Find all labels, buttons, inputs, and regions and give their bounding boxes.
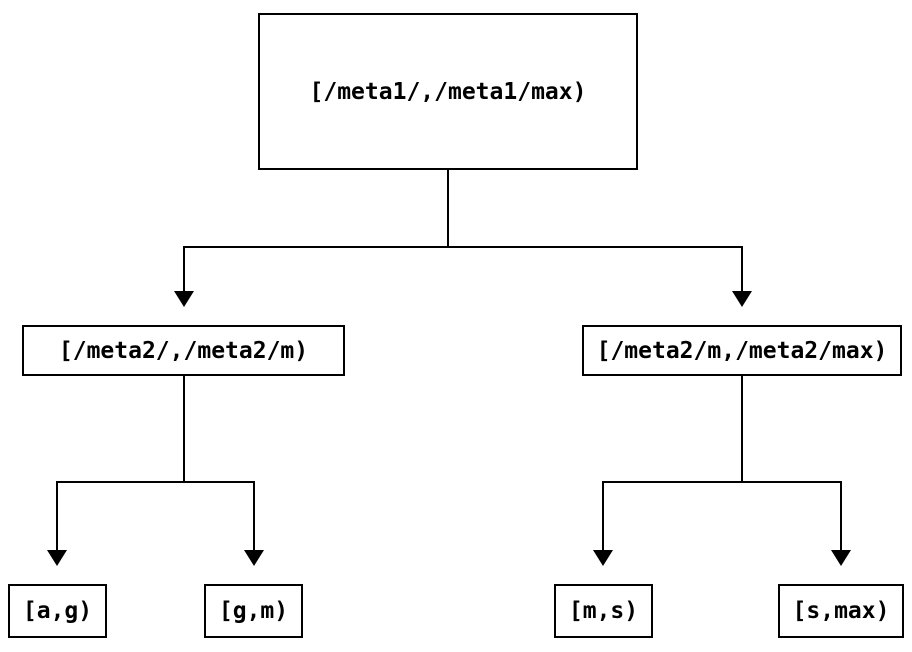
arrowhead-down-icon	[831, 550, 851, 566]
arrowhead-down-icon	[244, 550, 264, 566]
tree-node-leaf-ag: [a,g)	[8, 584, 107, 638]
arrowhead-down-icon	[732, 291, 752, 307]
tree-node-leaf-smax: [s,max)	[778, 584, 904, 638]
tree-node-leaf-ms: [m,s)	[554, 584, 653, 638]
edge-left-children	[47, 376, 264, 566]
tree-node-meta2-right: [/meta2/m,/meta2/max)	[582, 325, 902, 376]
edge-root-children	[174, 170, 752, 307]
tree-node-meta2-left: [/meta2/,/meta2/m)	[22, 325, 345, 376]
arrowhead-down-icon	[593, 550, 613, 566]
arrowhead-down-icon	[47, 550, 67, 566]
tree-node-leaf-gm: [g,m)	[204, 584, 303, 638]
arrowhead-down-icon	[174, 291, 194, 307]
tree-node-root: [/meta1/,/meta1/max)	[258, 13, 638, 170]
edge-right-children	[593, 376, 851, 566]
